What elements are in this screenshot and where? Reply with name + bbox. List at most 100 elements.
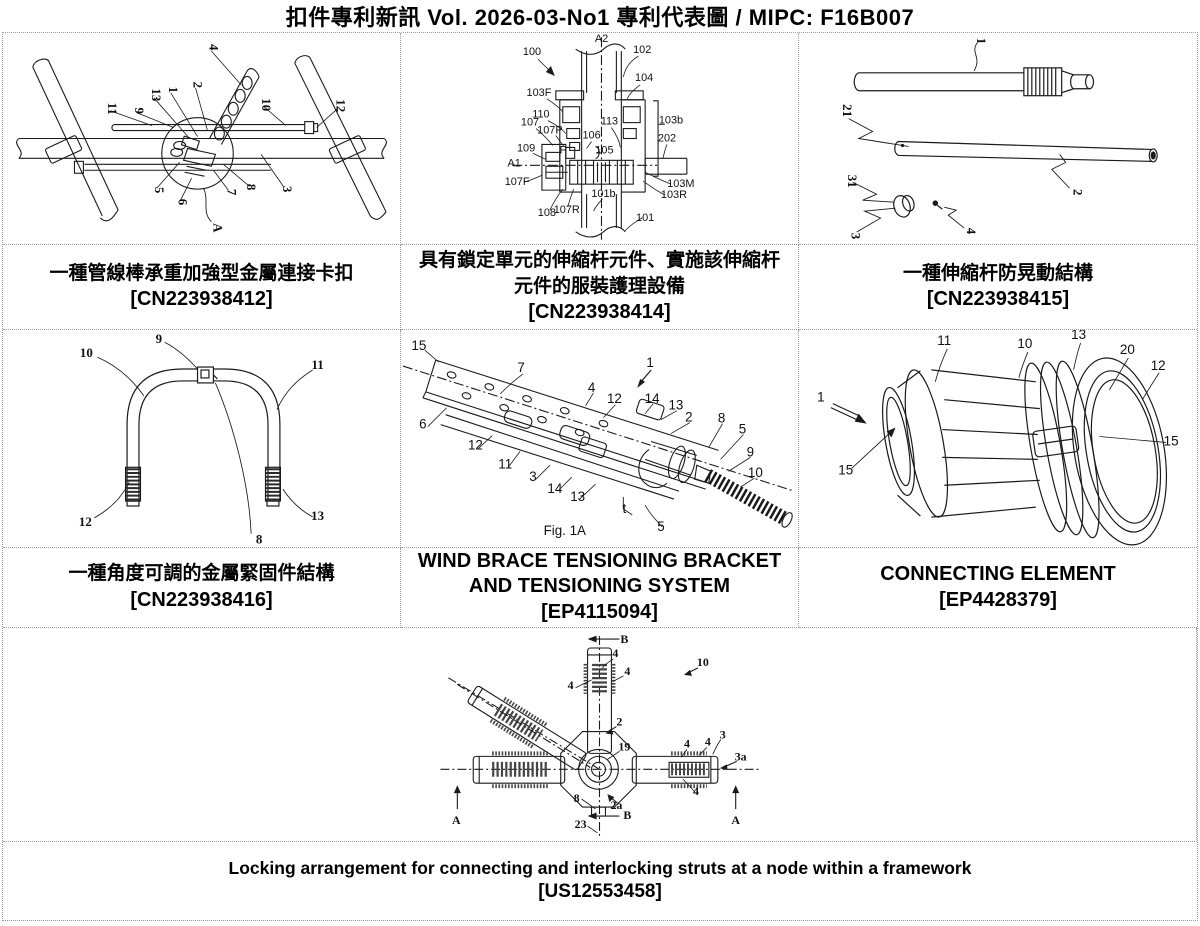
- patent-title: WIND BRACE TENSIONING BRACKET AND TENSIO…: [413, 549, 786, 599]
- figure-ref-label: 9: [747, 444, 754, 459]
- patent-number: [EP4428379]: [939, 587, 1057, 614]
- figure-ref-label: 20: [1120, 342, 1135, 357]
- patent-number: [CN223938412]: [130, 286, 272, 313]
- figure-ref-label: 101: [636, 212, 654, 224]
- figure-ref-label: 6: [176, 199, 190, 206]
- figure-ref-label: 105: [595, 144, 613, 156]
- figure-ref-label: 103R: [661, 189, 687, 201]
- figure-ref-label: 8: [244, 184, 258, 191]
- figure-ref-label: F: [559, 144, 566, 156]
- figure-ref-label: 107F: [505, 176, 530, 188]
- figure-ep4428379: 111013201211515: [799, 330, 1197, 547]
- figure-ref-label: 2: [191, 82, 205, 88]
- figure-cn223938412: 42113119101256783A: [3, 33, 400, 244]
- figure-ref-label: 4: [568, 678, 574, 692]
- figure-ref-label: 12: [1151, 358, 1166, 373]
- figure-ref-label: 8: [256, 533, 263, 547]
- figure-ref-label: B: [623, 808, 631, 822]
- patent-number: [CN223938416]: [130, 587, 272, 614]
- patent-number: [CN223938415]: [927, 286, 1069, 313]
- figure-ref-label: 13: [668, 398, 683, 413]
- figure-ref-label: 3: [280, 186, 294, 192]
- figure-cn223938415: 12123134: [799, 33, 1197, 244]
- figure-ref-label: 10: [697, 655, 709, 669]
- caption-cn223938416: 一種角度可調的金屬緊固件結構 [CN223938416]: [3, 548, 401, 628]
- figure-ref-label: 15: [411, 338, 426, 353]
- figure-ref-label: 3: [849, 233, 864, 240]
- figure-ref-label: 2: [616, 715, 622, 729]
- figure-ref-label: A2: [595, 33, 608, 45]
- caption-cn223938415: 一種伸縮杆防晃動結構 [CN223938415]: [799, 245, 1197, 330]
- figure-cell-cn223938414: A2100102104103F110107107P113103b10620210…: [401, 33, 799, 245]
- patent-number: [CN223938414]: [528, 299, 670, 326]
- clip-lower: [578, 436, 607, 458]
- figure-cell-ep4428379: 111013201211515: [799, 330, 1197, 548]
- figure-ref-label: 31: [845, 175, 860, 188]
- patent-title: Locking arrangement for connecting and i…: [229, 857, 972, 881]
- patent-title: 一種管線棒承重加強型金屬連接卡扣: [49, 261, 353, 286]
- figure-ref-label: 4: [693, 784, 699, 798]
- patent-title: CONNECTING ELEMENT: [880, 562, 1116, 587]
- figure-ref-label: A: [731, 813, 740, 827]
- figure-ref-label: 11: [937, 333, 951, 348]
- patent-title: 一種角度可調的金屬緊固件結構: [68, 561, 334, 586]
- figure-ref-label: 21: [840, 104, 855, 117]
- figure-ref-label: 9: [156, 332, 162, 346]
- patent-grid: 42113119101256783A: [2, 32, 1198, 921]
- figure-ref-label: 6: [419, 417, 426, 432]
- figure-cell-cn223938415: 12123134: [799, 33, 1197, 245]
- figure-ref-label: A: [452, 813, 461, 827]
- patent-title: 具有鎖定單元的伸縮杆元件、實施該伸縮杆元件的服裝護理設備: [413, 248, 786, 298]
- figure-ref-label: 23: [575, 817, 587, 831]
- figure-ref-label: 1: [817, 390, 824, 405]
- threaded-rod: [708, 475, 785, 519]
- bar-202: [645, 158, 687, 174]
- caption-cn223938412: 一種管線棒承重加強型金屬連接卡扣 [CN223938412]: [3, 245, 401, 330]
- upper-rod: [112, 125, 305, 131]
- right-diagonal-tube: [295, 56, 386, 220]
- figure-ref-label: 202: [658, 132, 676, 144]
- figure-ref-label: 10: [1017, 336, 1032, 351]
- figure-ref-label: 103b: [659, 115, 683, 127]
- figure-ref-label: 4: [206, 44, 220, 51]
- figure-ref-label: 12: [79, 515, 92, 529]
- figure-ref-label: 10: [259, 98, 273, 111]
- figure-ref-label: 4: [624, 664, 630, 678]
- figure-ref-label: 5: [657, 519, 664, 534]
- upper-rod: [854, 73, 1024, 91]
- figure-ref-label: 4: [612, 646, 618, 660]
- figure-ref-label: 13: [570, 489, 585, 504]
- figure-ref-label: B: [620, 632, 628, 646]
- figure-ref-label: 13: [311, 509, 324, 523]
- lower-rod: [84, 164, 271, 170]
- figure-ref-label: 102: [633, 44, 651, 56]
- figure-ref-label: 101b: [591, 188, 615, 200]
- detail-circle: [162, 118, 233, 189]
- caption-ep4428379: CONNECTING ELEMENT [EP4428379]: [799, 548, 1197, 628]
- center-axis: [403, 366, 794, 491]
- figure-ref-label: 12: [468, 437, 483, 452]
- figure-ref-label: 1: [646, 355, 653, 370]
- figure-ref-label: 10: [80, 346, 93, 360]
- figure-ref-label: 1: [974, 38, 989, 44]
- figure-ref-label: Fig. 1A: [544, 523, 586, 538]
- figure-ref-label: 12: [333, 99, 347, 112]
- figure-ref-label: 3a: [735, 749, 747, 763]
- page-title: 扣件專利新訊 Vol. 2026-03-No1 專利代表圖 / MIPC: F1…: [0, 0, 1200, 32]
- figure-ref-label: 1: [166, 87, 180, 93]
- figure-ep4115094: 157141214132859106121131413t5Fig. 1A: [401, 330, 798, 547]
- figure-ref-label: 107P: [537, 125, 562, 137]
- figure-ref-label: A1: [507, 157, 520, 169]
- figure-ref-label: 9: [132, 107, 146, 113]
- left-diagonal-tube: [33, 59, 118, 221]
- figure-ref-label: 13: [1071, 330, 1086, 342]
- patent-number: [US12553458]: [538, 880, 662, 905]
- figure-ref-label: 4: [705, 734, 711, 748]
- figure-ref-label: 15: [1164, 433, 1179, 448]
- figure-ref-label: 4: [964, 228, 979, 235]
- caption-cn223938414: 具有鎖定單元的伸縮杆元件、實施該伸縮杆元件的服裝護理設備 [CN22393841…: [401, 245, 799, 330]
- figure-ref-label: 4: [588, 380, 596, 395]
- figure-ref-label: 109: [517, 142, 535, 154]
- caption-ep4115094: WIND BRACE TENSIONING BRACKET AND TENSIO…: [401, 548, 799, 628]
- figure-ref-label: 100: [523, 46, 541, 58]
